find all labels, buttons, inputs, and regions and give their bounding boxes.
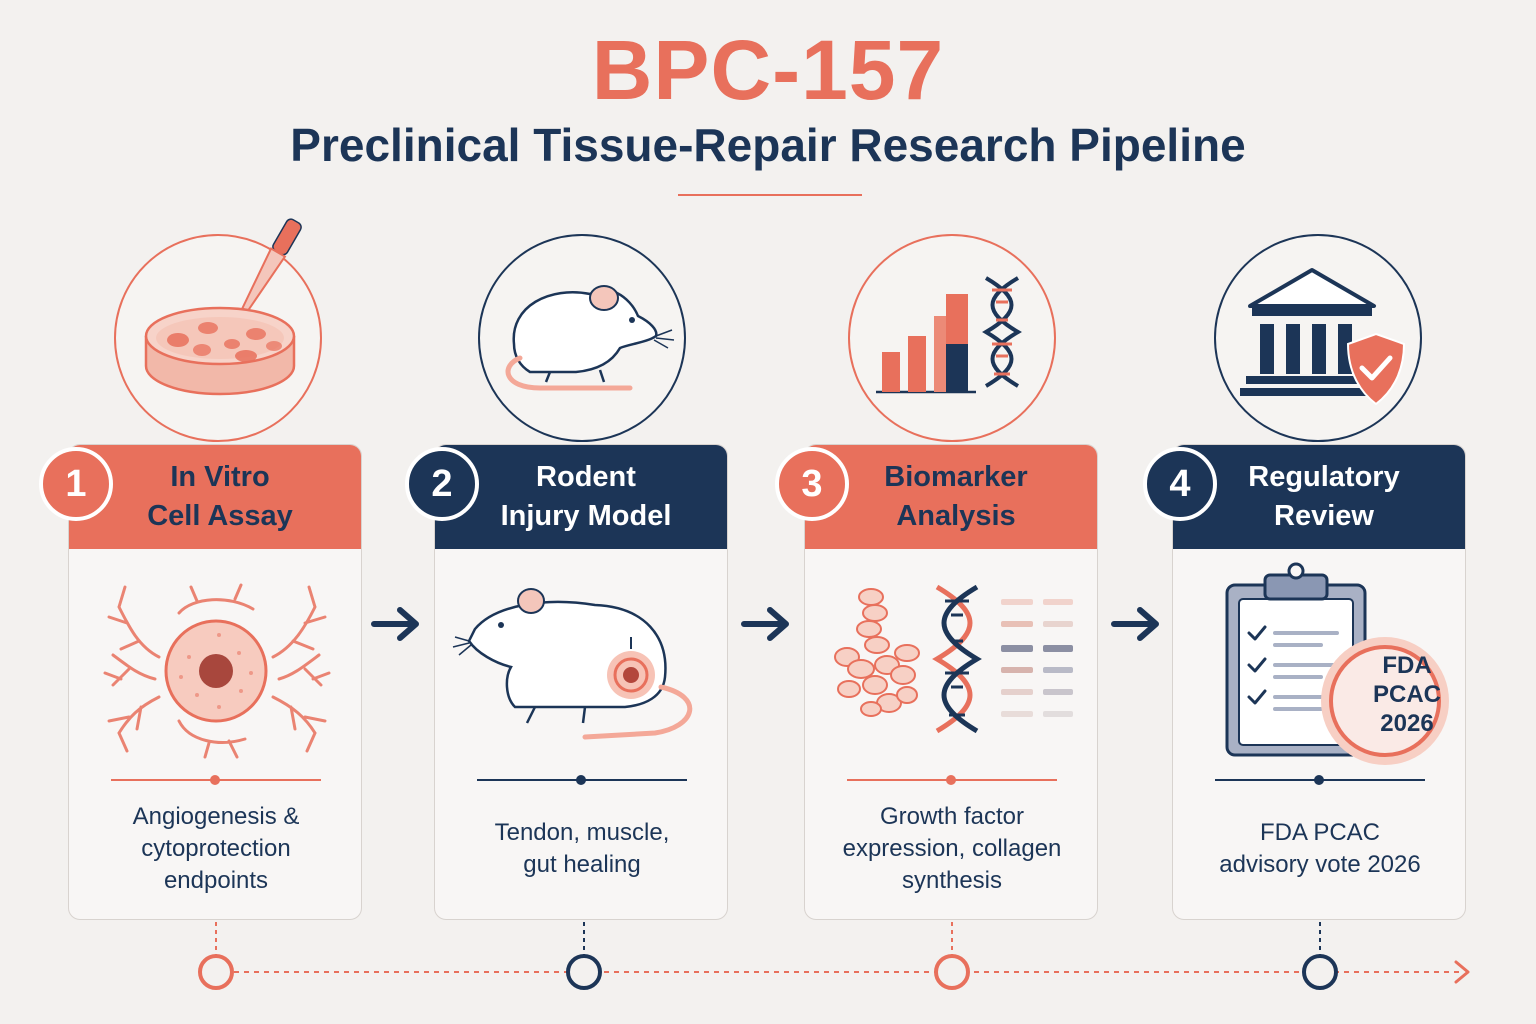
government-building-shield-icon [1240,268,1406,406]
step-3-divider [847,775,1057,785]
step-card-2: Rodent Injury Model 2 Tendon, muscle, gu… [405,444,728,920]
step-4-header: Regulatory Review [1173,445,1465,549]
step-1-title: In Vitro Cell Assay [147,461,293,532]
step-card-3: Biomarker Analysis 3 [775,444,1098,920]
bar-chart-dna-icon [876,276,1022,394]
clipboard-checklist-icon [1225,562,1449,765]
step-2-divider [477,775,687,785]
step-4-number-badge: 4 [1143,447,1217,521]
protein-dna-gel-icon [834,584,1073,734]
step-2-title: Rodent Injury Model [500,461,672,532]
arrow-right-icon [1111,607,1159,641]
rat-icon [505,285,675,391]
step-2-number-badge: 2 [405,447,479,521]
timeline-node-1 [198,954,234,990]
page-subtitle: Preclinical Tissue-Repair Research Pipel… [290,119,1246,171]
arrow-right-icon [371,607,419,641]
step-1-description: Angiogenesis & cytoprotection endpoints [132,803,300,894]
step-3-header: Biomarker Analysis [805,445,1097,549]
step-4-divider [1215,775,1425,785]
step-4-title: Regulatory Review [1248,461,1400,532]
timeline-node-4 [1302,954,1338,990]
step-3-description: Growth factor expression, collagen synth… [842,803,1062,894]
step-1-top-circle [114,218,322,442]
fda-pcac-stamp: FDA PCAC 2026 [1323,651,1491,738]
step-2-description: Tendon, muscle, gut healing [494,819,670,878]
step-4-description: FDA PCAC advisory vote 2026 [1219,819,1421,878]
step-2-top-circle [478,234,686,442]
step-card-1: In Vitro Cell Assay 1 Angiogenesis & cyt… [39,444,362,920]
step-2-header: Rodent Injury Model [435,445,727,549]
stamp-line-2: PCAC [1372,681,1441,708]
step-3-number-badge: 3 [775,447,849,521]
title-underline [678,194,862,196]
endothelial-cell-icon [103,583,331,759]
timeline-arrowhead-icon [1454,960,1470,984]
rat-injury-icon [452,588,693,740]
stamp-line-1: FDA [1382,652,1432,679]
step-1-divider [111,775,321,785]
stamp-line-3: 2026 [1380,710,1434,737]
step-3-top-circle [848,234,1056,442]
arrow-right-icon [741,607,789,641]
step-4-top-circle [1214,234,1422,442]
step-card-4: Regulatory Review 4 FDA PCAC 2026 FDA PC… [1143,444,1466,920]
timeline-connectors [215,922,1321,956]
step-1-header: In Vitro Cell Assay [69,445,361,549]
step-1-number-badge: 1 [39,447,113,521]
petri-dish-pipette-icon [144,218,302,396]
step-3-title: Biomarker Analysis [884,461,1028,532]
page-title: BPC-157 [591,23,945,117]
timeline-node-3 [934,954,970,990]
timeline-node-2 [566,954,602,990]
timeline [198,922,1470,990]
